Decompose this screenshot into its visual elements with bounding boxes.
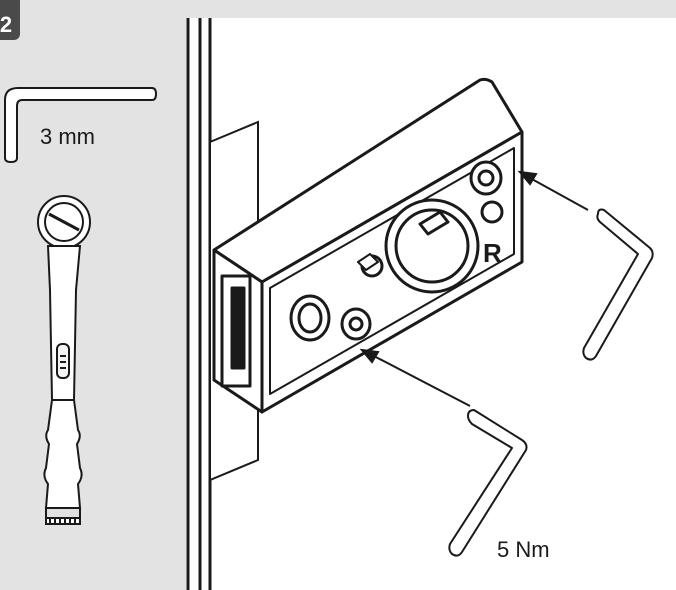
hex-key-bottom [448,409,528,557]
hex-key-right [582,208,654,361]
side-marker-r: R [483,238,502,268]
torque-wrench-icon [37,195,91,525]
hex-key-icon [4,87,157,163]
hinge-block-icon [212,77,524,414]
torque-value-label: 5 Nm [497,537,550,562]
arrow-icon [359,170,589,407]
door-frame [186,18,212,590]
step-number-badge: 2 [0,0,20,40]
top-bar [0,0,676,18]
hex-key-size-label: 3 mm [40,124,95,149]
